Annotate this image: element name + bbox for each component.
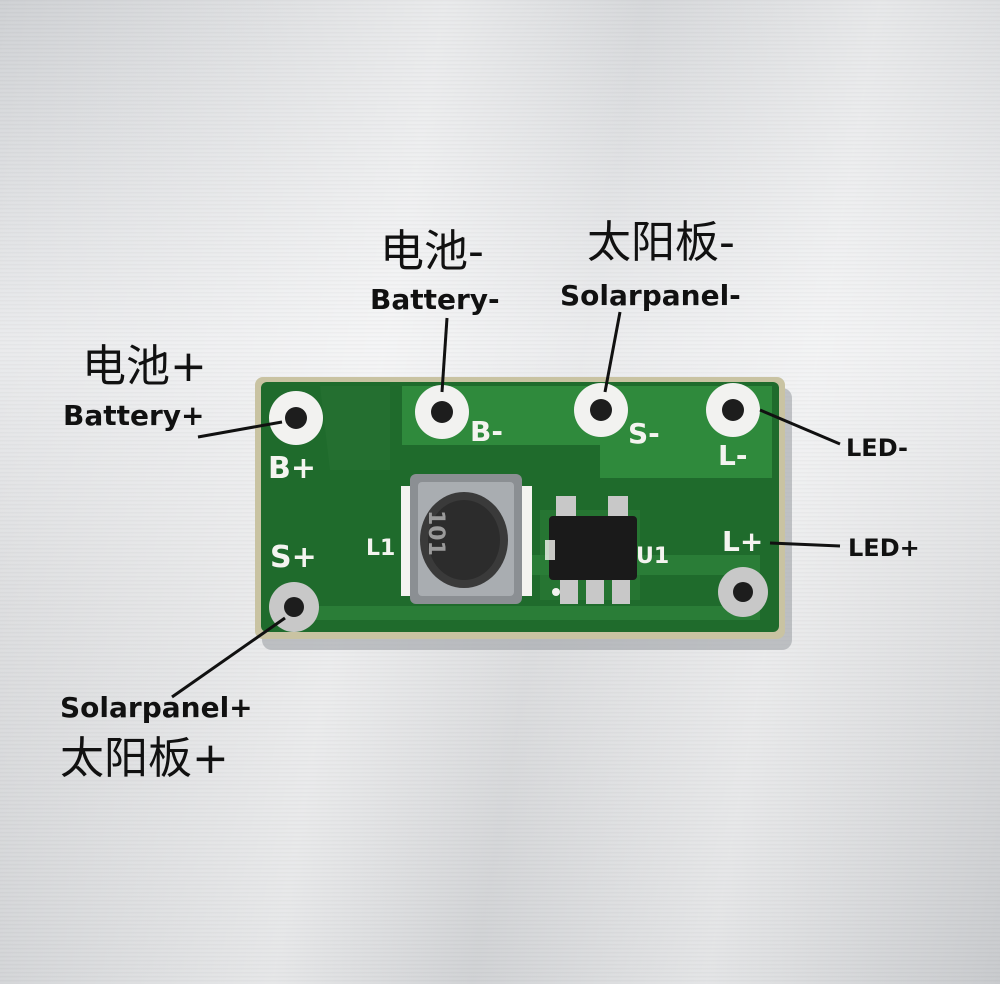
leader-led-neg bbox=[759, 408, 841, 446]
copper-pour-left bbox=[320, 386, 390, 470]
label-solar-pos-en: Solarpanel+ bbox=[60, 691, 253, 724]
leader-solar-pos bbox=[171, 616, 286, 699]
pad-l-plus bbox=[718, 567, 768, 617]
u1-pin-bottom-2 bbox=[586, 578, 604, 604]
pad-b-minus bbox=[415, 385, 469, 439]
label-solar-pos-cn: 太阳板+ bbox=[60, 733, 229, 784]
label-led-neg: LED- bbox=[846, 434, 909, 462]
l1-silk-right bbox=[520, 486, 532, 596]
silk-l-plus: L+ bbox=[722, 525, 764, 558]
label-solar-neg-cn: 太阳板- bbox=[587, 217, 735, 268]
label-led-pos: LED+ bbox=[848, 534, 920, 562]
label-solar-neg-en: Solarpanel- bbox=[560, 279, 741, 312]
u1-pin-top-left bbox=[556, 496, 576, 518]
silk-b-plus: B+ bbox=[268, 451, 317, 486]
label-battery-neg-cn: 电池- bbox=[380, 226, 484, 277]
label-battery-pos-cn: 电池+ bbox=[82, 341, 207, 392]
leader-battery-neg bbox=[440, 317, 449, 393]
leader-solar-neg bbox=[603, 311, 622, 393]
pad-s-minus bbox=[574, 383, 628, 437]
silk-l1: L1 bbox=[366, 536, 396, 561]
pad-b-plus bbox=[269, 391, 323, 445]
label-battery-neg-en: Battery- bbox=[370, 283, 500, 316]
trace-bottom bbox=[300, 606, 760, 620]
silk-b-minus: B- bbox=[470, 415, 503, 448]
u1-pin-bottom-1 bbox=[560, 578, 578, 604]
silk-s-minus: S- bbox=[628, 417, 660, 450]
u1-pin-top-right bbox=[608, 496, 628, 518]
pad-l-minus bbox=[706, 383, 760, 437]
leader-battery-pos bbox=[197, 420, 283, 439]
silk-u1: U1 bbox=[636, 544, 670, 569]
u1-pin1-dot bbox=[552, 588, 560, 596]
leader-led-pos bbox=[769, 541, 841, 548]
chip-u1 bbox=[549, 516, 637, 580]
label-battery-pos-en: Battery+ bbox=[63, 399, 205, 432]
u1-pin-bottom-3 bbox=[612, 578, 630, 604]
silk-s-plus: S+ bbox=[270, 540, 317, 575]
silk-l-minus: L- bbox=[718, 439, 748, 472]
